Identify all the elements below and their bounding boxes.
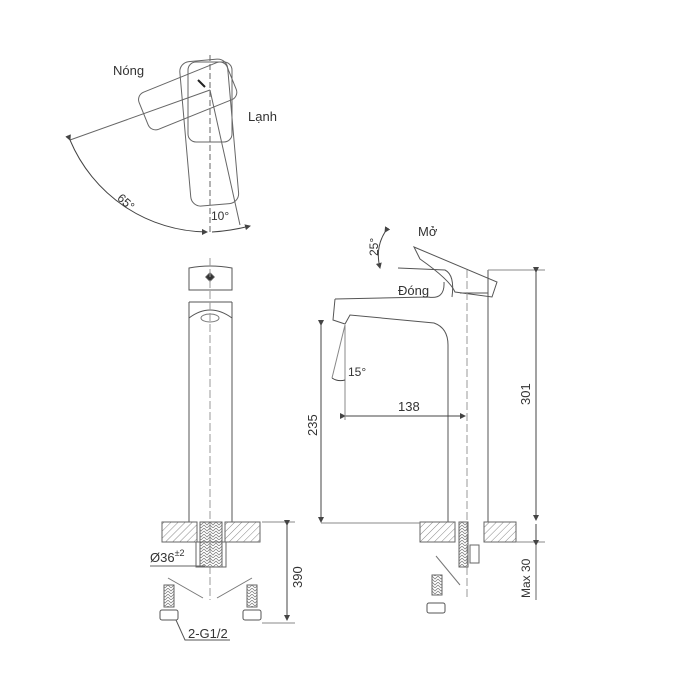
- cold-label: Lạnh: [248, 109, 277, 124]
- connector-right: [242, 609, 262, 621]
- side-view: [318, 226, 545, 614]
- connector-side: [426, 602, 446, 614]
- lever-angle-value: 25°: [367, 238, 381, 256]
- hose-right: [246, 584, 258, 608]
- closed-label: Đóng: [398, 283, 429, 298]
- hot-angle-value: 65°: [114, 191, 137, 214]
- cold-angle-value: 10°: [211, 209, 229, 223]
- deck-side-right: [483, 521, 517, 543]
- front-view: [150, 258, 295, 641]
- deck-thickness-value: Max 30: [519, 558, 533, 598]
- hose-side-end: [431, 574, 443, 596]
- top-view: [65, 55, 251, 235]
- cold-angle-line: [209, 89, 241, 226]
- body-sides: [188, 302, 233, 522]
- hose-bundle: [199, 521, 223, 568]
- deck-side-left: [419, 521, 456, 543]
- hot-angle-line: [69, 89, 211, 141]
- hot-label: Nóng: [113, 63, 144, 78]
- cold-angle-arc: [211, 224, 251, 233]
- hose-height-value: 390: [290, 566, 305, 588]
- spout-height-value: 235: [305, 414, 320, 436]
- hose-side: [458, 521, 469, 568]
- connector-label: 2-G1/2: [188, 626, 228, 641]
- hole-diameter: Ø36±2: [150, 548, 185, 565]
- lever-open: [412, 246, 498, 298]
- lever-angle-arc: [375, 226, 391, 269]
- mount-nut: [195, 541, 227, 568]
- deck-left: [161, 521, 198, 543]
- open-label: Mở: [418, 224, 438, 239]
- lever-closed: [397, 267, 454, 298]
- spout-reach-value: 138: [398, 399, 420, 414]
- connector-left: [159, 609, 179, 621]
- logo-mark: [197, 79, 206, 88]
- deck-right: [224, 521, 261, 543]
- spout-body: [332, 298, 449, 522]
- connector-leader: [175, 619, 230, 641]
- handle-top: [188, 265, 233, 291]
- hose-left: [163, 584, 175, 608]
- spout-angle-value: 15°: [348, 365, 366, 379]
- bolt-side: [469, 544, 480, 564]
- hot-angle-arc: [65, 134, 208, 235]
- total-height-value: 301: [518, 383, 533, 405]
